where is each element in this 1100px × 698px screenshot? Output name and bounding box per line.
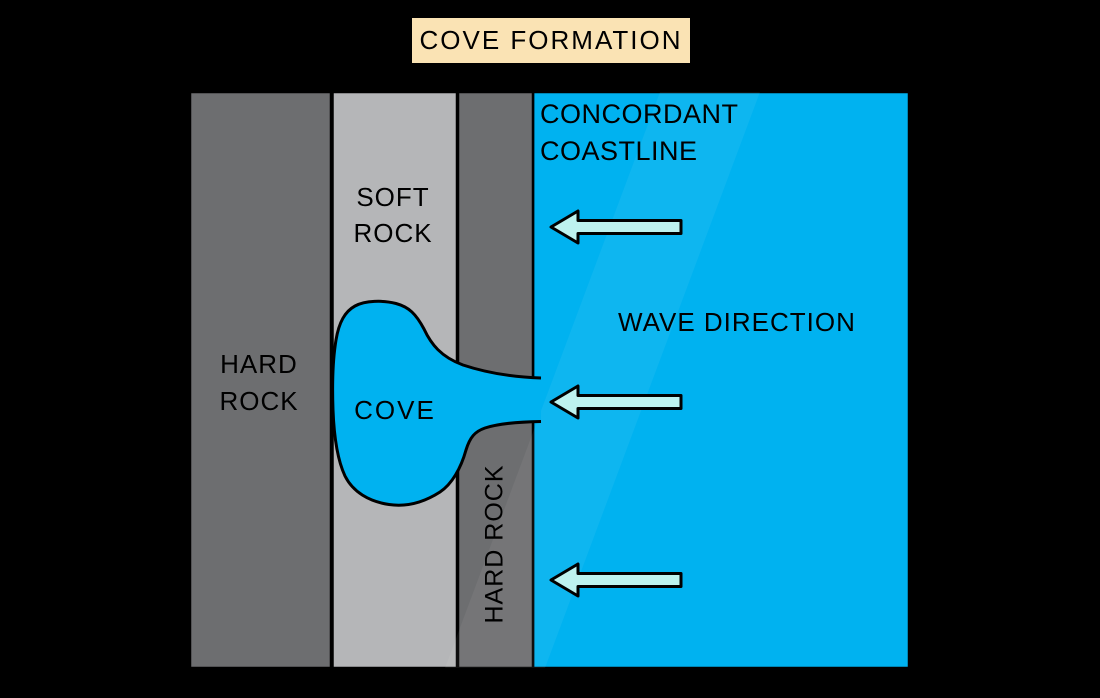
concordant-coastline-label: CONCORDANT COASTLINE — [540, 96, 739, 170]
diagram-title-text: COVE FORMATION — [419, 25, 683, 55]
diagram-title: COVE FORMATION — [412, 18, 690, 63]
left-arrow-icon — [549, 209, 683, 245]
soft-rock-line1: SOFT — [356, 182, 430, 212]
left-arrow-icon — [549, 384, 683, 420]
hard-rock-left-column — [188, 90, 333, 670]
cove-label: COVE — [354, 395, 436, 425]
soft-rock-label: SOFT ROCK — [353, 179, 432, 251]
coastline-line1: CONCORDANT — [540, 99, 739, 129]
cove-shape — [331, 299, 542, 507]
hard-rock-left-line1: HARD — [220, 349, 298, 379]
coastline-line2: COASTLINE — [540, 136, 698, 166]
hard-rock-left-line2: ROCK — [219, 386, 299, 416]
hard-rock-vertical-label: HARD ROCK — [480, 464, 509, 624]
watermark-streak — [445, 92, 760, 668]
hard-rock-left-label: HARD ROCK — [219, 346, 298, 420]
left-arrow-icon — [549, 562, 683, 598]
soft-rock-line2: ROCK — [353, 218, 433, 248]
wave-direction-label: WAVE DIRECTION — [618, 307, 856, 337]
